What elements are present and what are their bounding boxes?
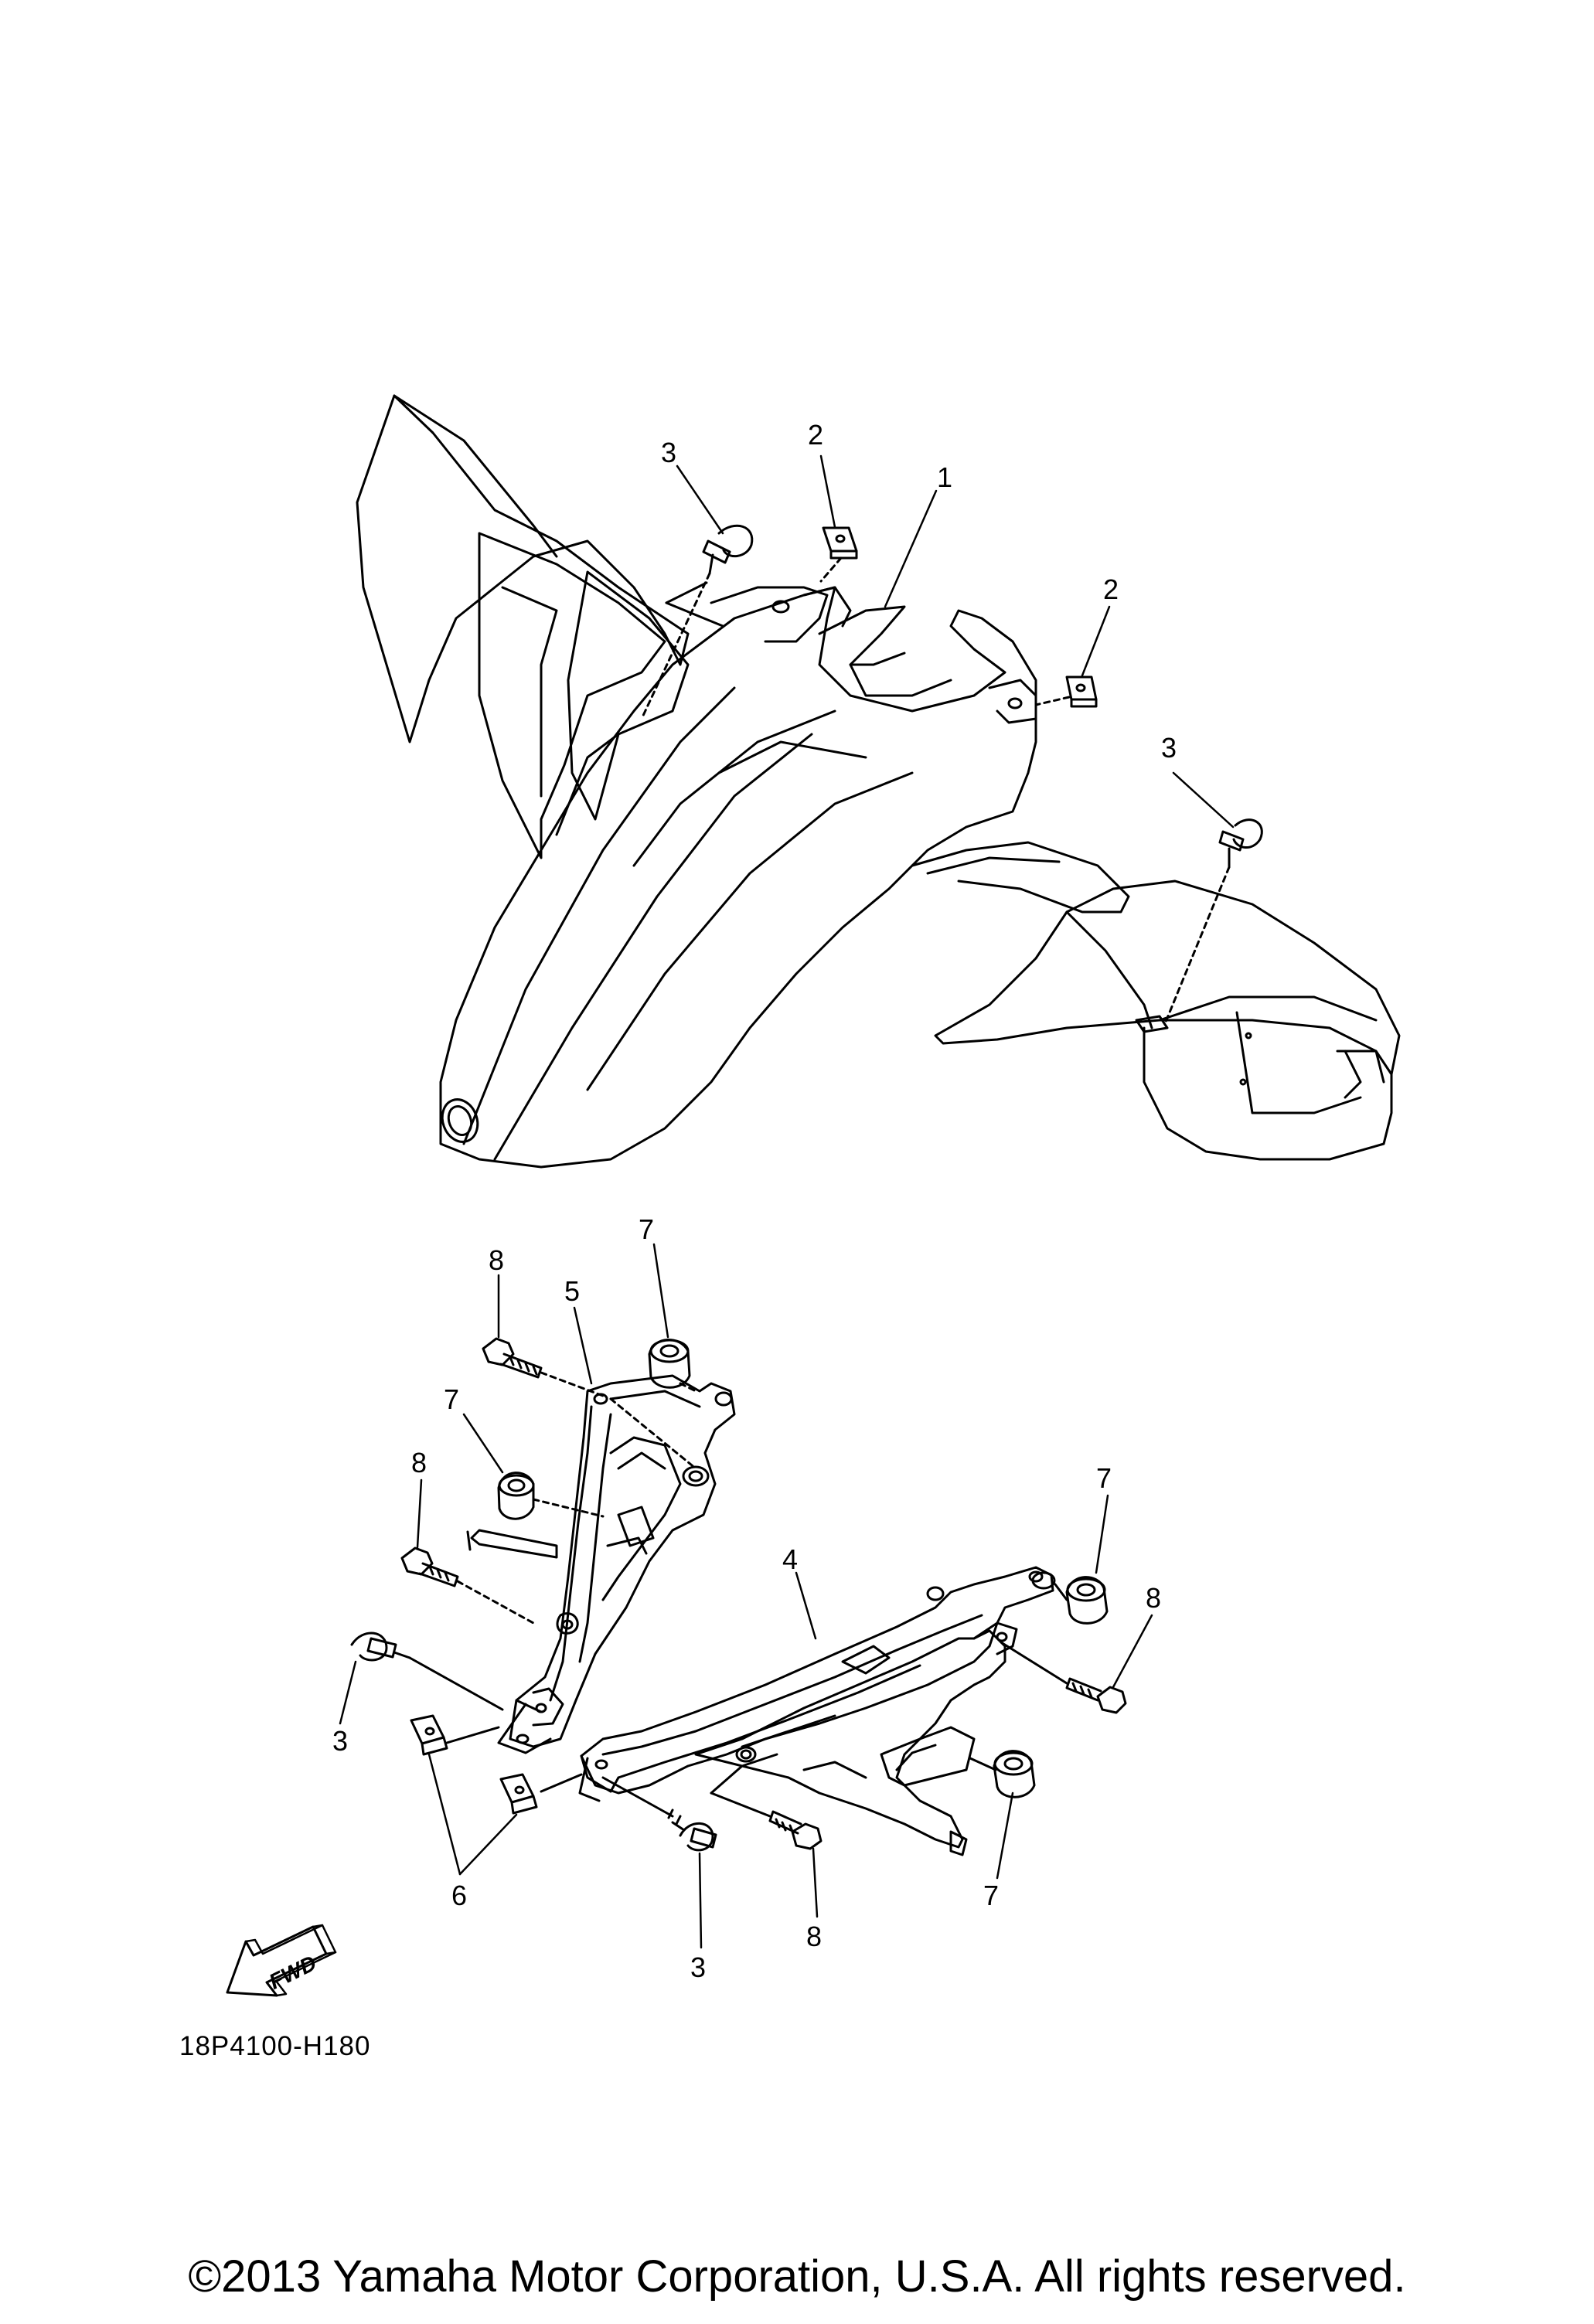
callout-3: 3 xyxy=(661,437,676,468)
callout-4: 4 xyxy=(782,1543,798,1575)
callout-3: 3 xyxy=(332,1725,348,1757)
callout-7: 7 xyxy=(639,1213,654,1245)
bolt-8-lower xyxy=(710,1753,823,1850)
clip-nut-6-right xyxy=(499,1773,583,1815)
callout-2: 2 xyxy=(1103,573,1119,605)
diagram-part-code: 18P4100-H180 xyxy=(179,2031,371,2061)
fender-stay-right-part xyxy=(578,1566,1056,1856)
callout-labels: 1 2 2 3 3 3 3 4 5 6 7 7 7 7 8 8 8 8 xyxy=(332,419,1177,1983)
fwd-label: FWD xyxy=(265,1951,320,1994)
callout-8: 8 xyxy=(806,1921,822,1952)
clip-nut-6-left xyxy=(410,1714,500,1756)
damper-7-right xyxy=(1054,1576,1109,1625)
clip-nut-upper-left xyxy=(819,526,858,583)
front-fender-part xyxy=(356,394,1401,1169)
damper-7-left xyxy=(497,1472,605,1520)
callout-7: 7 xyxy=(444,1383,459,1415)
leader-lines xyxy=(339,454,1235,1949)
bolt-8-upper xyxy=(482,1337,605,1397)
callout-8: 8 xyxy=(1146,1582,1161,1614)
copyright-notice: ©2013 Yamaha Motor Corporation, U.S.A. A… xyxy=(188,2251,1406,2302)
quick-fastener-lower-left xyxy=(350,1632,504,1711)
fender-stay-left-part xyxy=(466,1374,736,1754)
callout-3: 3 xyxy=(690,1951,706,1983)
callout-6: 6 xyxy=(451,1880,467,1911)
callout-8: 8 xyxy=(489,1244,504,1276)
quick-fastener-upper-right xyxy=(1164,818,1263,1023)
callout-8: 8 xyxy=(411,1447,427,1478)
callout-7: 7 xyxy=(983,1880,999,1911)
bolt-8-middle xyxy=(400,1546,535,1625)
fwd-arrow-icon: FWD xyxy=(226,1924,337,1997)
bolt-8-right xyxy=(1000,1641,1127,1714)
callout-5: 5 xyxy=(564,1275,580,1307)
damper-7-top xyxy=(648,1339,697,1393)
quick-fastener-lower-right xyxy=(601,1776,717,1852)
quick-fastener-upper-left xyxy=(640,524,754,720)
callout-7: 7 xyxy=(1096,1462,1112,1494)
clip-nut-upper-right xyxy=(1034,675,1098,708)
callout-2: 2 xyxy=(808,419,823,451)
damper-7-lower xyxy=(969,1750,1036,1798)
callout-1: 1 xyxy=(937,461,952,493)
callout-3: 3 xyxy=(1161,732,1177,764)
